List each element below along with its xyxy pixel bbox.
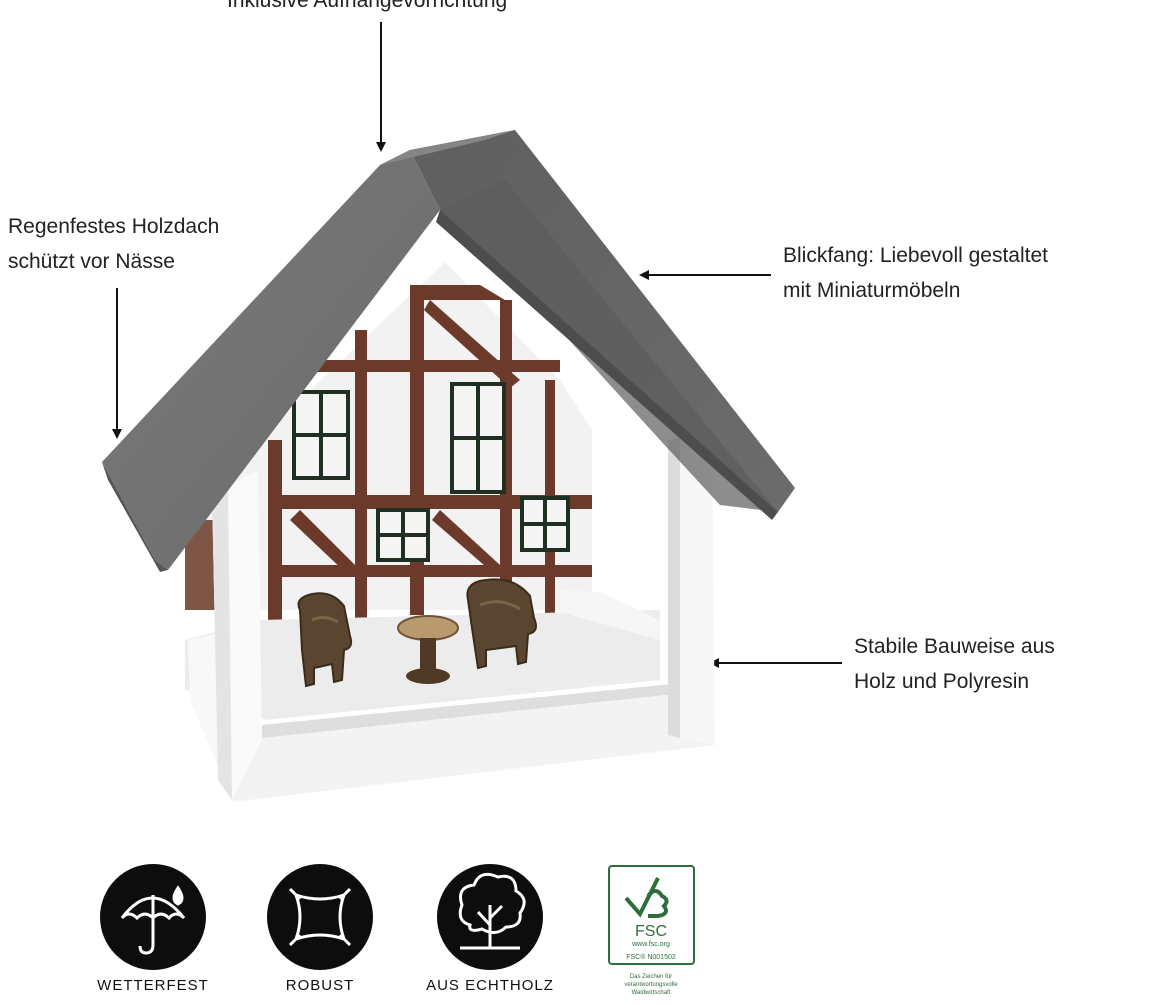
table [397, 615, 459, 684]
tree-icon [458, 872, 526, 950]
fsc-caption-1: Das Zeichen für [630, 974, 672, 980]
callout-roof-line2: schützt vor Nässe [8, 250, 175, 273]
miniature-furniture [297, 578, 537, 688]
badge-real-wood: AUS ECHTHOLZ [426, 864, 554, 994]
callout-hanging: Inklusive Aufhängevorrichtung [227, 0, 507, 18]
badge-robust: ROBUST [267, 864, 373, 994]
fsc-brand: FSC [635, 923, 667, 940]
fsc-tree-logo-icon [624, 877, 669, 918]
fsc-url: www.fsc.org [631, 941, 670, 948]
fsc-caption-2: verantwortungsvolle [624, 982, 678, 988]
birdhouse [102, 130, 795, 802]
callout-construction-line2: Holz und Polyresin [854, 670, 1030, 693]
badge-weatherproof-label: WETTERFEST [97, 977, 209, 994]
fsc-certification-badge: FSC www.fsc.org FSC® N001502 Das Zeichen… [608, 865, 695, 996]
callout-roof-line1: Regenfestes Holzdach [8, 215, 220, 238]
fsc-license: FSC® N001502 [626, 953, 676, 961]
callout-hanging-line1: Inklusive Aufhängevorrichtung [227, 0, 508, 12]
badge-robust-label: ROBUST [286, 977, 355, 994]
roof [102, 130, 795, 572]
chair-left [297, 592, 353, 688]
umbrella-icon [120, 885, 186, 955]
callout-construction-line1: Stabile Bauweise aus [854, 635, 1055, 658]
callout-furniture: Blickfang: Liebevoll gestaltet mit Minia… [783, 238, 1048, 308]
robust-icon [288, 887, 352, 947]
badge-real-wood-label: AUS ECHTHOLZ [426, 977, 554, 994]
fsc-caption-3: Waldwirtschaft [632, 990, 671, 996]
callout-furniture-line2: mit Miniaturmöbeln [783, 279, 961, 302]
timber-wall [185, 262, 592, 630]
chair-right [466, 578, 537, 670]
callout-roof: Regenfestes Holzdach schützt vor Nässe [8, 209, 219, 279]
callout-construction: Stabile Bauweise aus Holz und Polyresin [854, 629, 1055, 699]
callout-furniture-line1: Blickfang: Liebevoll gestaltet [783, 244, 1048, 267]
house-base [185, 430, 715, 802]
badge-weatherproof: WETTERFEST [97, 864, 209, 994]
